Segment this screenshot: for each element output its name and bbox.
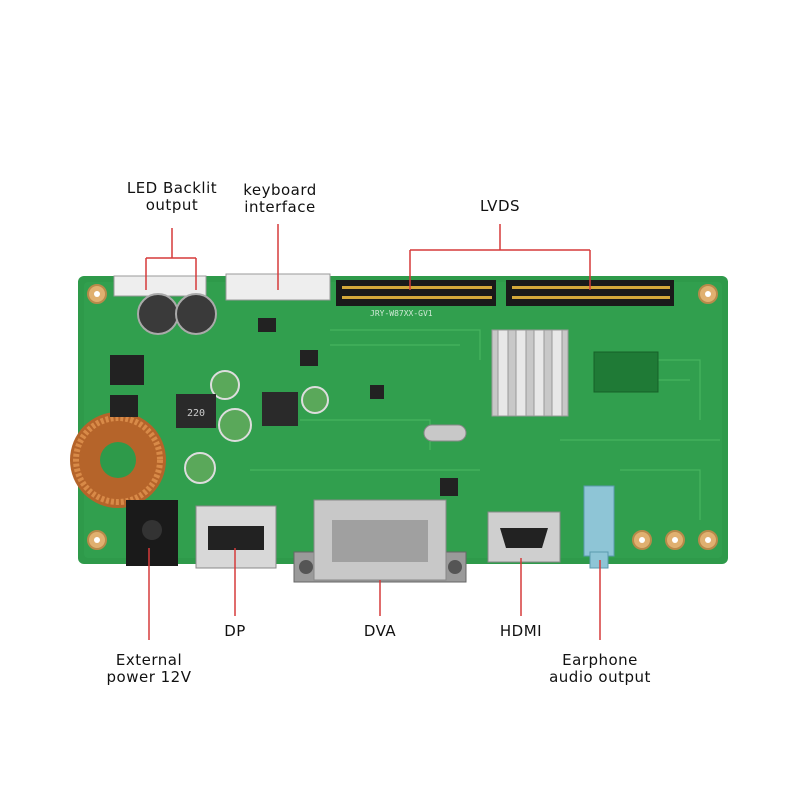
led-backlit-connector xyxy=(113,275,207,297)
inductor-220 xyxy=(176,394,216,428)
label-hdmi: HDMI xyxy=(499,622,543,640)
toroid-coil xyxy=(70,412,166,508)
lvds-header-1 xyxy=(336,280,496,306)
dp-port xyxy=(195,505,277,569)
audio-jack xyxy=(583,485,615,569)
callout-led xyxy=(145,228,197,290)
callout-lines xyxy=(145,224,601,640)
label-dp: DP xyxy=(224,622,246,640)
small-ics xyxy=(110,318,458,496)
label-dva: DVA xyxy=(363,622,397,640)
memory-chip xyxy=(593,351,659,393)
inductor-marking: 220 xyxy=(187,408,205,419)
hdmi-port xyxy=(487,511,561,563)
capacitors xyxy=(137,293,329,484)
board-marking: JRY-W87XX-GV1 xyxy=(370,309,433,318)
callout-lvds xyxy=(409,224,591,290)
crystal xyxy=(423,424,467,442)
heatsink xyxy=(491,329,569,417)
label-lvds: LVDS xyxy=(479,197,521,215)
lvds-pins xyxy=(342,286,670,299)
dva-port xyxy=(293,499,467,583)
inductor-2 xyxy=(262,392,298,426)
